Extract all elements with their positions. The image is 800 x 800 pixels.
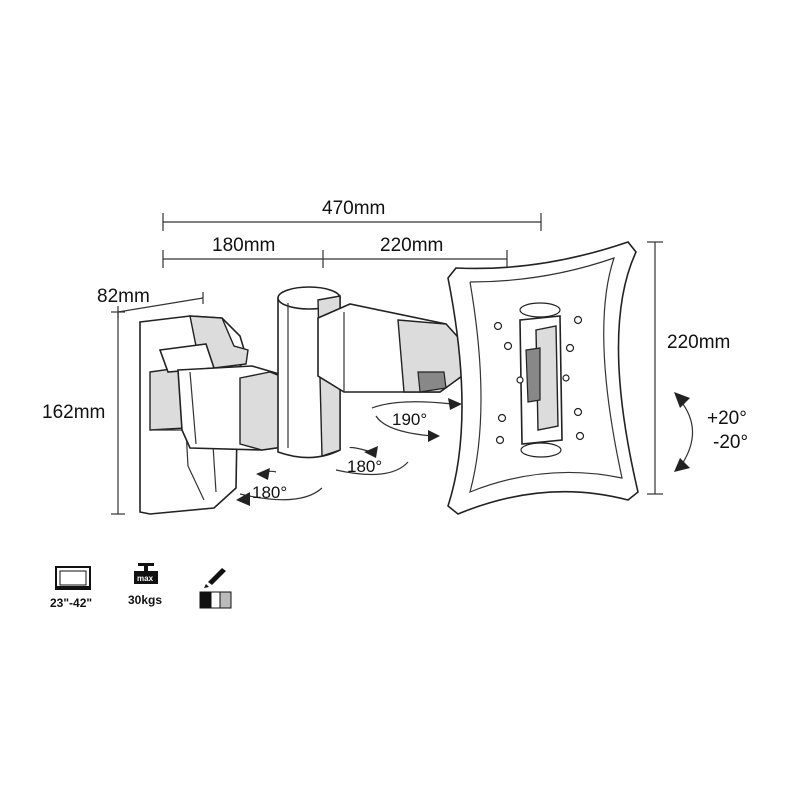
color-swatch-icon: [199, 568, 232, 609]
rotation-arrows: [236, 392, 694, 506]
max-load-label: 30kgs: [128, 593, 162, 607]
tilt-up-label: +20°: [707, 408, 747, 429]
dim-arm-segment-1: 180mm: [212, 235, 275, 256]
rotation-plate-swivel: 190°: [392, 410, 427, 429]
dim-arm-segment-2: 220mm: [380, 235, 443, 256]
dimension-lines: [111, 213, 663, 515]
rotation-wall-joint: 180°: [252, 483, 287, 502]
vesa-plate: [447, 241, 639, 515]
dim-base-depth: 82mm: [97, 286, 150, 307]
weight-icon: max: [134, 563, 158, 584]
rotation-arm-joint: 180°: [347, 457, 382, 476]
monitor-icon: [55, 566, 91, 590]
max-badge: max: [137, 574, 154, 583]
dim-base-height: 162mm: [42, 402, 105, 423]
dim-total-width: 470mm: [322, 198, 385, 219]
arm-segment-1: [177, 365, 291, 451]
screen-size-label: 23"-42": [50, 596, 92, 610]
arm-segment-2: [317, 303, 467, 393]
dim-plate-height: 220mm: [667, 332, 730, 353]
tilt-down-label: -20°: [713, 432, 748, 453]
